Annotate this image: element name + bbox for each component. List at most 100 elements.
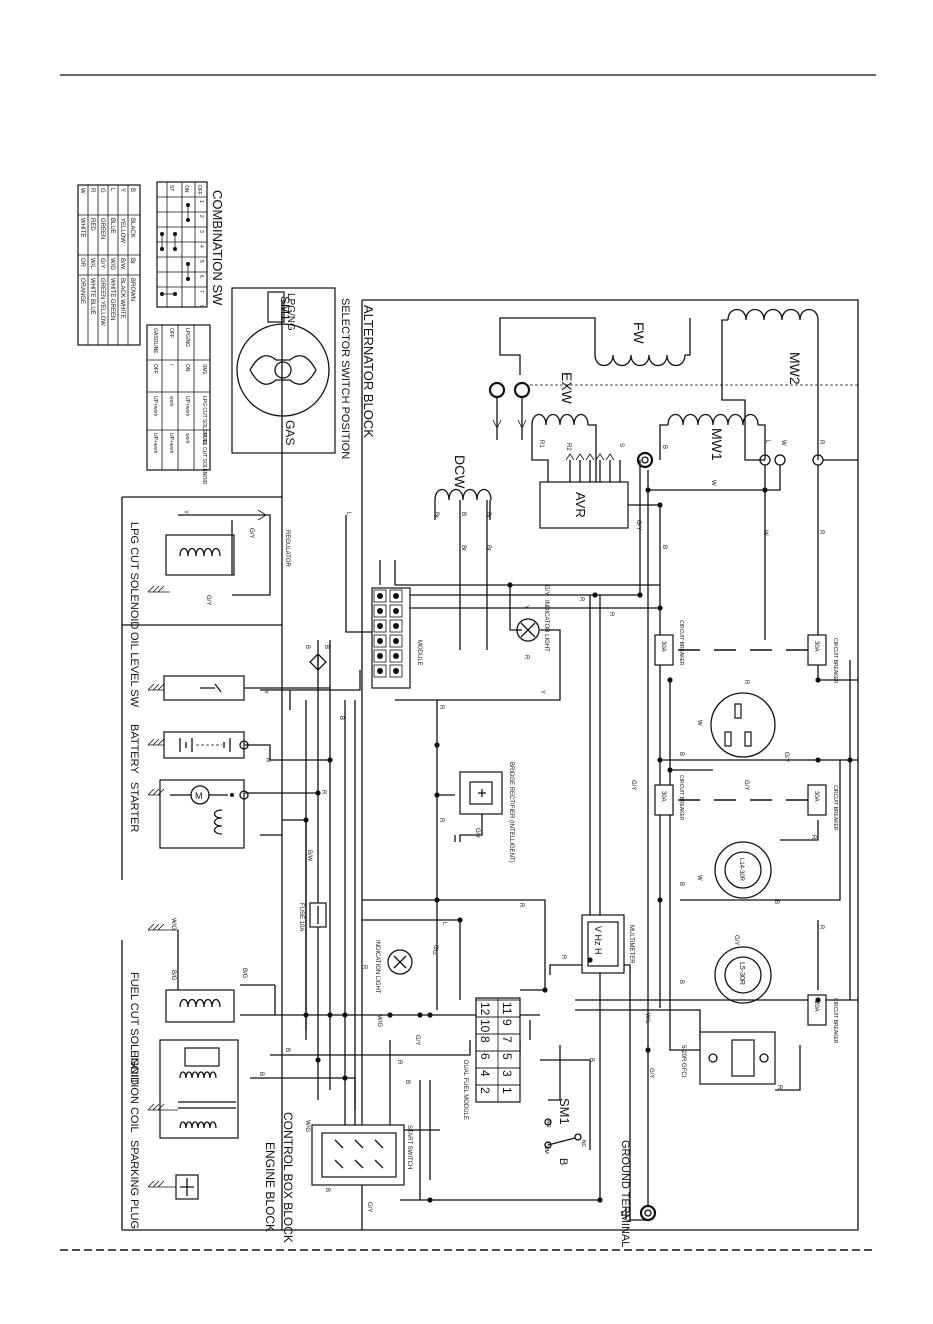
legend-name2: GREEN YELLOW	[99, 278, 105, 326]
selector-header: FUEL CUT SOLENOID	[201, 433, 207, 485]
multimeter: V Hz H MULTIMETER	[581, 914, 634, 974]
wire-code: Br	[485, 512, 491, 518]
wire-code: W	[762, 530, 768, 536]
junction-dot	[762, 487, 768, 493]
regulator-label: REGULATOR	[284, 530, 290, 567]
alternator-block-title: ALTERNATOR BLOCK	[361, 305, 376, 438]
legend-code: W	[79, 188, 85, 194]
start-switch-label: START SWITCH	[406, 1125, 412, 1169]
module-pin	[393, 653, 399, 659]
junction-dot	[342, 1012, 348, 1018]
mw1-label: MW1	[709, 428, 725, 461]
selector-gas-label: GAS	[283, 420, 297, 445]
battery-label: BATTERY	[128, 724, 140, 774]
wire-code: W	[696, 875, 702, 881]
sm1-nc-label: NC	[580, 1140, 586, 1148]
combo-col-label: 4	[198, 245, 204, 248]
module-pin-box	[389, 634, 403, 648]
outlet-l5-30r: L5-30R	[714, 946, 772, 1004]
start-switch: START SWITCH	[311, 1124, 412, 1186]
wire-code: W	[696, 720, 702, 726]
terminal-number: 8	[478, 1036, 492, 1043]
terminal-number: 2	[478, 1087, 492, 1094]
legend-code: R	[89, 188, 95, 193]
junction-dot	[327, 757, 333, 763]
terminal-number: 4	[478, 1070, 492, 1077]
junction-dot	[587, 957, 593, 963]
selector-cell: OFF	[152, 364, 158, 374]
wire-code: L	[345, 512, 351, 516]
exw-label: EXW	[559, 372, 575, 405]
breaker-4-label: CIRCUIT BREAKER	[832, 785, 838, 831]
sm1-com-label: COM	[543, 1142, 549, 1154]
combo-col-label: 7	[198, 290, 204, 293]
module-pin-box	[389, 619, 403, 633]
sm1-b-label: B	[557, 1158, 569, 1165]
engine-block-title: ENGINE BLOCK	[263, 1142, 277, 1232]
lpg-cut-solenoid: LPG CUT SOLENOID REGULATOR	[128, 509, 290, 629]
module-pin-box	[389, 649, 403, 663]
combo-col-label: 5	[198, 260, 204, 263]
control-box-block-title: CONTROL BOX BLOCK	[281, 1112, 295, 1243]
junction-dot	[315, 1057, 321, 1063]
legend-name2: WHITE BLUE	[89, 278, 95, 315]
junction-dot	[815, 757, 821, 763]
junction-dot	[667, 677, 673, 683]
module-pin	[377, 668, 383, 674]
wire-code: R	[608, 612, 614, 617]
fuse: FUSE 10A	[298, 902, 327, 931]
junction-dot	[657, 757, 663, 763]
wire-code: W/G	[304, 1120, 310, 1132]
selector-cell: UP+work	[152, 433, 158, 454]
terminal-number: 9	[500, 1019, 514, 1026]
wire-code: G/Y	[648, 1068, 654, 1078]
breaker-3-rating: 30A	[660, 791, 666, 802]
svg-text:M: M	[195, 791, 203, 801]
wire-code: Y	[523, 605, 529, 609]
wire-code: R2	[565, 443, 571, 451]
wire-code: B	[678, 980, 684, 984]
module-pin	[393, 668, 399, 674]
junction-dot	[815, 677, 821, 683]
legend-code2: G/Y	[99, 258, 105, 268]
combo-col-label: 6	[198, 275, 204, 278]
combo-col-label: 3	[198, 230, 204, 233]
module-label: MODULE	[416, 640, 422, 666]
module-pin-box	[373, 634, 387, 648]
wire-code: R	[818, 440, 824, 445]
wire-code: R	[438, 818, 444, 823]
wire-code: B	[284, 1048, 290, 1052]
wire-code: W/L	[644, 1013, 650, 1024]
junction-dot	[327, 1012, 333, 1018]
control-wiring	[240, 460, 858, 1221]
indicator-light: INDICATOR LIGHT	[516, 600, 549, 652]
legend-name: BLACK	[129, 218, 135, 238]
legend-name: YELLOW	[119, 218, 125, 243]
legend-code2: OR	[79, 258, 85, 268]
wire-code: S	[618, 443, 624, 447]
module-pin-box	[373, 664, 387, 678]
wire-code: R	[518, 903, 524, 908]
junction-dots	[303, 487, 853, 1203]
wire-code: R1	[538, 440, 544, 448]
wire-code: L	[764, 440, 770, 444]
indication-light: INDICATION LIGHT	[374, 940, 413, 994]
module-pin	[377, 608, 383, 614]
junction-dot	[592, 592, 598, 598]
module-pin	[393, 638, 399, 644]
junction-dot	[657, 605, 663, 611]
mw2-label: MW2	[787, 352, 803, 385]
wire-code: R	[438, 705, 444, 710]
wire-code: B	[258, 1072, 264, 1076]
wire-code: R	[818, 530, 824, 535]
legend-code2: B/W	[119, 258, 125, 270]
module-pin-box	[373, 589, 387, 603]
wire-code: B	[460, 512, 466, 516]
junction-dot	[645, 1047, 651, 1053]
wire-code: G/Y	[543, 585, 549, 595]
junction-dot	[427, 1197, 433, 1203]
multimeter-display: V Hz H	[593, 926, 603, 955]
wire-code: L	[441, 922, 447, 926]
junction-dot	[303, 817, 309, 823]
